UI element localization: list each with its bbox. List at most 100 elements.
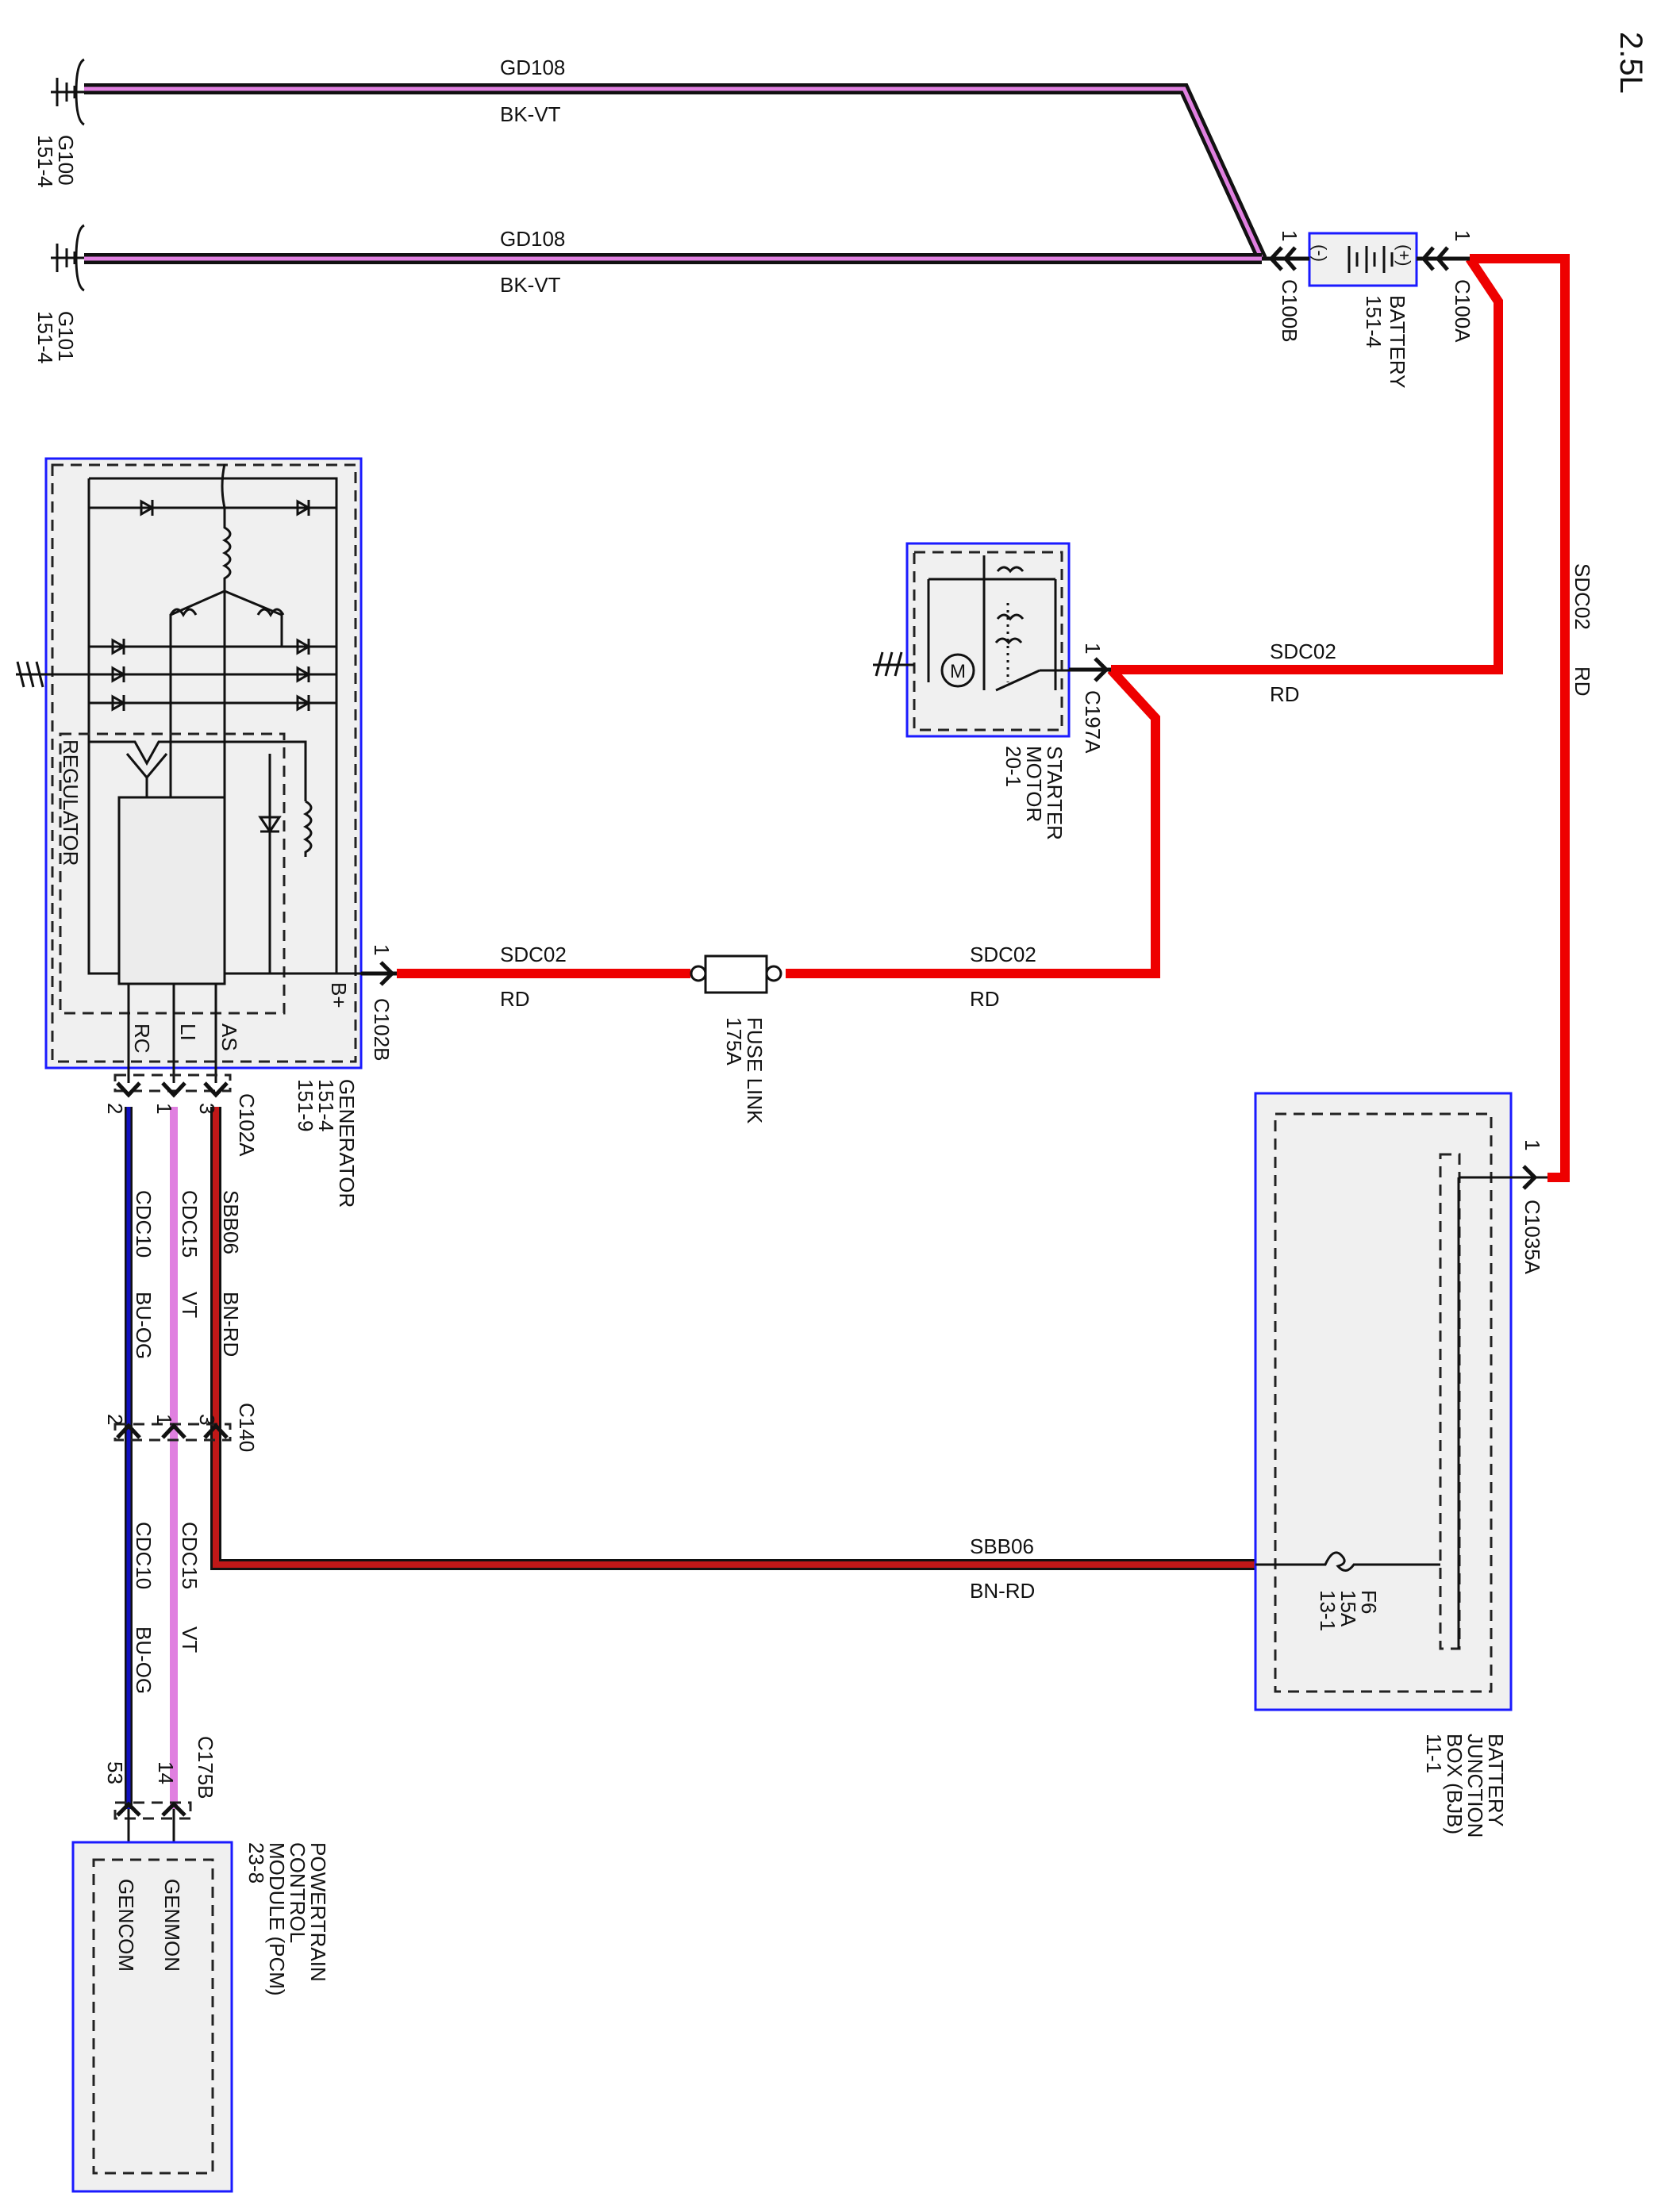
generator-ref-2: 151-9 (294, 1079, 317, 1132)
connector-c197a-name: C197A (1081, 690, 1105, 754)
motor-symbol: M (950, 661, 966, 682)
connector-c100a[interactable]: 1 C100A (1417, 230, 1474, 343)
fuse-link[interactable]: FUSE LINK 175A (690, 954, 782, 1124)
battery-pos-terminal: (+) (1394, 244, 1414, 267)
fuse-link-name: FUSE LINK (743, 1017, 767, 1124)
engine-label: 2.5L (1613, 32, 1648, 94)
bjb-name-line3: BOX (BJB) (1443, 1734, 1467, 1834)
bjb-fuse-rating: 15A (1336, 1590, 1360, 1627)
connector-c102a-pin-1: 1 (152, 1103, 176, 1114)
wire-gd108-bottom-circuit: GD108 (500, 227, 565, 251)
bjb-fuse-name: F6 (1357, 1590, 1381, 1614)
wire-gd108-bottom[interactable]: GD108 BK-VT (84, 227, 1262, 297)
starter-motor-name-line1: STARTER (1043, 746, 1067, 840)
pcm-box (71, 1841, 233, 2193)
regulator-box (59, 732, 286, 1015)
wire-sbb06-upper-color: BN-RD (219, 1292, 243, 1357)
wire-sdc02-battery-bjb[interactable]: SDC02 RD SDC02 RD (1111, 254, 1594, 1182)
connector-c140-pin-2: 2 (103, 1414, 127, 1425)
generator-terminal-li: LI (176, 1023, 200, 1041)
connector-c102b[interactable]: 1 C102B (361, 944, 397, 1062)
connector-c140-pin-1: 1 (152, 1414, 176, 1425)
wire-sdc02-fuse-color: RD (970, 987, 1000, 1011)
wire-sdc02-generator-circuit: SDC02 (500, 943, 567, 966)
ground-g100: G100 151-4 (33, 58, 85, 188)
bjb[interactable]: F6 15A 13-1 BATTERY JUNCTION BOX (BJB) 1… (1254, 1092, 1547, 1838)
connector-c140[interactable]: C140 3 1 2 (103, 1403, 259, 1452)
bjb-name-line1: BATTERY (1484, 1734, 1508, 1827)
wire-cdc15[interactable]: CDC15 VT CDC15 VT (170, 1107, 202, 1809)
starter-motor-ref: 20-1 (1002, 746, 1025, 787)
wire-gd108-top[interactable]: GD108 BK-VT (84, 56, 1267, 261)
generator[interactable]: REGULATOR B+ RC LI AS GENERATOR 151-4 15… (16, 457, 373, 1208)
pcm-pin-gencom: GENCOM (114, 1879, 138, 1972)
bjb-fuse-ref: 13-1 (1316, 1590, 1340, 1631)
connector-c1035a[interactable]: 1 C1035A (1521, 1139, 1544, 1275)
regulator-transistor-icon (89, 740, 313, 857)
wire-cdc10-lower-circuit: CDC10 (132, 1522, 156, 1589)
regulator-ic (117, 796, 226, 985)
wire-gd108-top-circuit: GD108 (500, 56, 565, 79)
connector-c175b-pin-14: 14 (154, 1761, 178, 1784)
starter-motor[interactable]: M STARTER MOTOR 20-1 (873, 542, 1071, 840)
motor-icon (940, 653, 975, 688)
ground-g101: G101 151-4 (33, 224, 85, 364)
solenoid-coil-icon (994, 566, 1025, 645)
wire-sdc02-vertical-circuit: SDC02 (1570, 563, 1594, 630)
wire-sdc02-starter-fuse[interactable]: SDC02 RD (786, 666, 1160, 1011)
wire-sdc02-starter-circuit: SDC02 (1270, 639, 1336, 663)
regulator-label: REGULATOR (59, 739, 83, 866)
wire-sdc02-generator-color: RD (500, 987, 530, 1011)
pcm[interactable]: GENMON GENCOM POWERTRAIN CONTROL MODULE … (71, 1841, 330, 2193)
wire-cdc15-upper-circuit: CDC15 (178, 1190, 202, 1258)
connector-c175b-name: C175B (194, 1736, 217, 1799)
connector-c100a-name: C100A (1451, 279, 1474, 343)
starter-motor-name-line2: MOTOR (1022, 746, 1046, 822)
connector-c100b[interactable]: 1 C100B (1262, 230, 1309, 343)
stator-winding-icon (169, 463, 285, 647)
connector-c102a[interactable]: C102A 3 1 2 (103, 1073, 259, 1157)
generator-ref-1: 151-4 (314, 1079, 338, 1132)
fuse-f6-icon (1255, 1551, 1440, 1572)
wire-cdc15-lower-circuit: CDC15 (178, 1522, 202, 1589)
battery[interactable]: (-) (+) BATTERY 151-4 (1308, 232, 1418, 389)
connector-c1035a-name: C1035A (1521, 1200, 1544, 1275)
generator-terminal-rc: RC (130, 1023, 154, 1054)
bjb-name-line2: JUNCTION (1463, 1734, 1487, 1838)
fuse-link-body (704, 954, 768, 994)
connector-c197a[interactable]: 1 C197A (1069, 643, 1111, 754)
wire-cdc10-upper-circuit: CDC10 (132, 1190, 156, 1258)
connector-c102a-name: C102A (235, 1093, 259, 1157)
wire-sbb06-lower-circuit: SBB06 (970, 1534, 1034, 1558)
wire-cdc10[interactable]: CDC10 BU-OG CDC10 BU-OG (125, 1107, 156, 1809)
wire-sdc02-vertical-color: RD (1570, 666, 1594, 697)
pcm-name-line2: CONTROL (286, 1842, 309, 1943)
wire-cdc10-lower-color: BU-OG (132, 1626, 156, 1694)
starter-ground-icon (873, 651, 914, 677)
bjb-box (1254, 1092, 1513, 1711)
wire-sdc02-generator-fuse[interactable]: SDC02 RD (397, 943, 690, 1011)
battery-neg-terminal: (-) (1310, 244, 1330, 262)
connector-c1035a-pin: 1 (1521, 1139, 1544, 1150)
generator-terminal-as: AS (217, 1023, 241, 1051)
fuse-link-rating: 175A (722, 1017, 746, 1066)
battery-ref: 151-4 (1362, 295, 1386, 348)
connector-c100b-name: C100B (1278, 279, 1301, 343)
wire-cdc10-upper-color: BU-OG (132, 1292, 156, 1359)
ground-g100-ref: 151-4 (33, 135, 57, 188)
connector-c140-pin-3: 3 (195, 1414, 219, 1425)
pcm-pin-genmon: GENMON (160, 1879, 184, 1972)
generator-b-plus: B+ (327, 982, 351, 1008)
connector-c102a-pin-3: 3 (195, 1103, 219, 1114)
generator-ground-icon (16, 661, 89, 688)
wire-sbb06[interactable]: SBB06 BN-RD SBB06 BN-RD (210, 1107, 1255, 1603)
pcm-ref: 23-8 (244, 1842, 268, 1884)
wire-gd108-top-color: BK-VT (500, 102, 561, 126)
connector-c102b-pin: 1 (370, 944, 394, 955)
wire-gd108-bottom-color: BK-VT (500, 273, 561, 297)
bjb-ref: 11-1 (1422, 1734, 1446, 1773)
starter-motor-box (905, 542, 1071, 738)
connector-c175b[interactable]: C175B 14 53 (103, 1736, 217, 1842)
regulator-diode-icon (258, 754, 282, 974)
